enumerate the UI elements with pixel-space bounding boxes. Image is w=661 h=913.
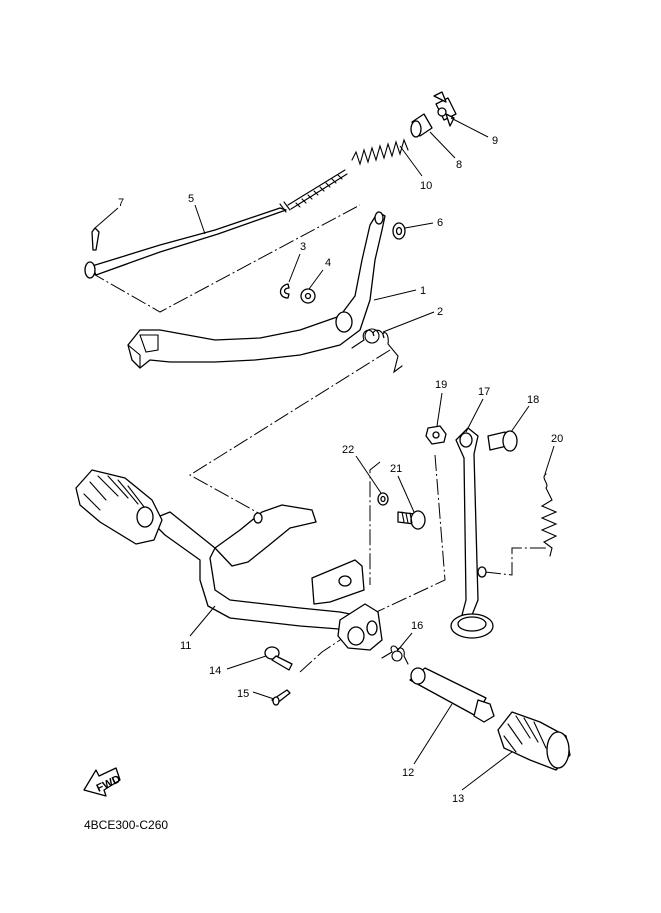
part-number-14: 14: [209, 665, 221, 677]
bolt-18: [487, 430, 518, 452]
part-number-22: 22: [342, 444, 354, 456]
part-number-5: 5: [188, 193, 194, 205]
part-number-labels: 1 2 3 4 5 6 7 8 9 10 11 12 13 14 15 16 1…: [118, 135, 563, 805]
part-number-7: 7: [118, 197, 124, 209]
alignment-lines: [89, 204, 548, 673]
part-number-12: 12: [402, 767, 414, 779]
spring-10: [351, 138, 409, 166]
nut-8: [410, 113, 433, 138]
spring-2: [351, 328, 403, 374]
part-number-17: 17: [478, 386, 490, 398]
bolt-21: [397, 510, 426, 530]
part-number-8: 8: [456, 159, 462, 171]
part-number-19: 19: [435, 379, 447, 391]
circlip-3: [279, 283, 290, 299]
spring-16: [381, 645, 409, 665]
washer-6: [392, 222, 406, 240]
part-number-11: 11: [180, 640, 191, 652]
part-number-9: 9: [492, 135, 498, 147]
part-number-18: 18: [527, 394, 539, 406]
part-number-21: 21: [390, 463, 402, 475]
part-number-16: 16: [411, 620, 423, 632]
part-number-13: 13: [452, 793, 464, 805]
nut-19: [425, 425, 447, 445]
footrest-shaft: [409, 667, 495, 723]
washer-22: [377, 492, 389, 506]
leader-lines: [94, 117, 555, 791]
foot-peg-rubber: [497, 711, 571, 771]
part-number-2: 2: [437, 306, 443, 318]
cotter-pin-7: [91, 227, 100, 251]
washer-4: [300, 288, 316, 304]
part-number-3: 3: [300, 241, 306, 253]
wing-nut-9: [433, 91, 457, 127]
part-number-10: 10: [420, 180, 432, 192]
catalog-code: 4BCE300-C260: [84, 818, 168, 832]
footrest-frame: [75, 469, 383, 651]
part-number-4: 4: [325, 257, 331, 269]
side-stand: [450, 427, 494, 639]
brake-rod: [84, 169, 348, 279]
cotter-pin-15: [271, 689, 291, 706]
part-number-6: 6: [437, 217, 443, 229]
brake-pedal: [127, 211, 386, 369]
part-number-1: 1: [420, 285, 426, 297]
fwd-arrow-icon: FWD: [83, 767, 123, 797]
pin-14: [264, 646, 293, 671]
part-number-15: 15: [237, 688, 249, 700]
part-number-20: 20: [551, 433, 563, 445]
spring-20: [540, 473, 558, 557]
